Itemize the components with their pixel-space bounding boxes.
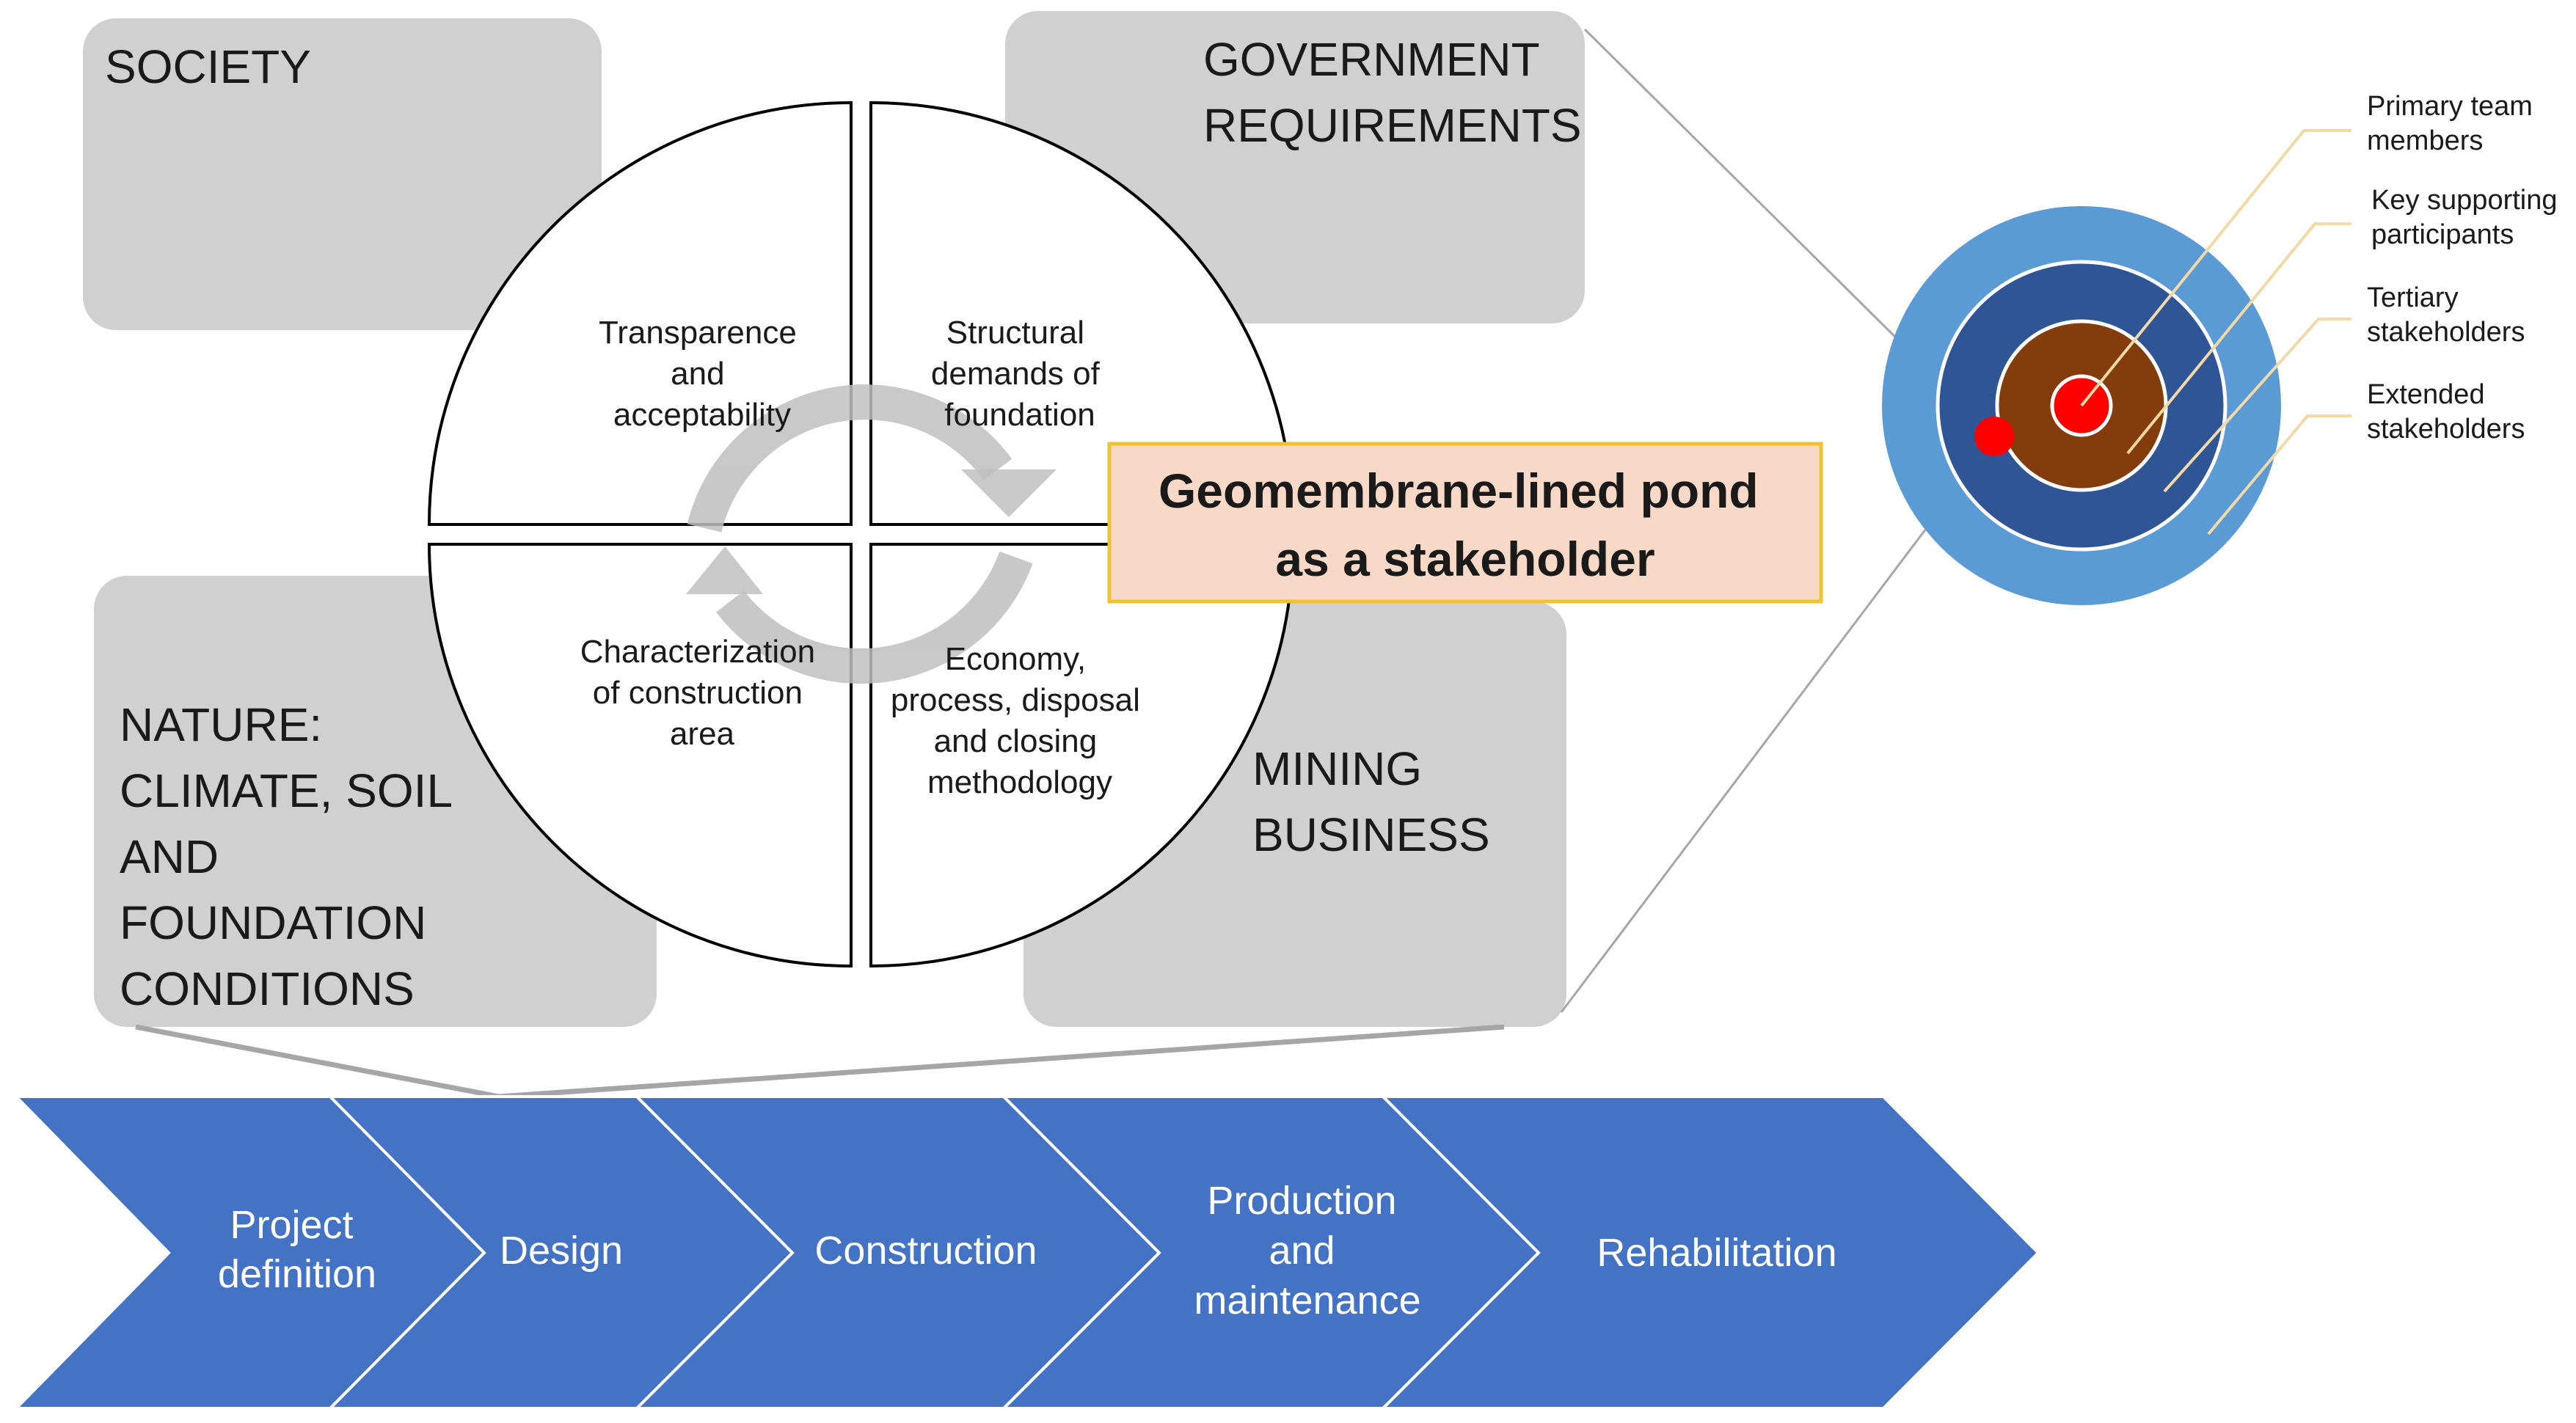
quadrant-top-left: [427, 100, 853, 526]
leader-line-tertiary: [2163, 318, 2351, 493]
phase-label-line: Project: [230, 1203, 353, 1247]
highlight-label: Geomembrane-lined pond as a stakeholder: [1159, 464, 1772, 586]
quadrant-bottom-right: [869, 543, 1295, 968]
phase-label-construction: Construction: [814, 1229, 1037, 1273]
nature-label-line: FOUNDATION: [120, 896, 426, 949]
nature-label-line: CLIMATE, SOIL: [120, 764, 451, 817]
leader-line-primary: [2080, 129, 2351, 407]
nature-label-line: CONDITIONS: [120, 962, 415, 1015]
funnel-line-left: [135, 1024, 500, 1100]
quadrant-label-line: and: [671, 356, 724, 392]
legend-label-key-supporting: Key supporting participants: [2371, 185, 2565, 250]
cycle-arrow-bottom: [715, 551, 1033, 684]
government-label-line: GOVERNMENT: [1203, 33, 1539, 86]
legend-label-line: Key supporting: [2371, 185, 2558, 216]
quadrant-bottom-left-label: Characterization of construction area: [580, 634, 825, 752]
quadrant-bottom-left: [427, 543, 853, 968]
funnel-line-right: [498, 1024, 1505, 1100]
legend-label-tertiary: Tertiary stakeholders: [2367, 282, 2525, 348]
quadrant-label-line: Characterization: [580, 634, 815, 670]
quadrant-label-line: Economy,: [945, 641, 1086, 677]
highlight-label-line: Geomembrane-lined pond: [1159, 464, 1759, 518]
quadrant-label-line: foundation: [944, 397, 1095, 433]
phase-label-line: Design: [500, 1229, 623, 1273]
phase-label-line: Rehabilitation: [1597, 1231, 1836, 1275]
legend-label-line: Extended: [2367, 379, 2485, 410]
phase-label-rehabilitation: Rehabilitation: [1597, 1231, 1836, 1275]
legend-label-line: stakeholders: [2367, 317, 2525, 348]
phase-label-production: Production and maintenance: [1194, 1179, 1420, 1323]
cycle-arrows: [687, 384, 1033, 684]
phase-label-line: Construction: [814, 1229, 1037, 1273]
legend-label-line: Primary team: [2367, 91, 2533, 122]
phase-chevron-rehabilitation: [1379, 1095, 2040, 1410]
quadrant-label-line: of construction: [593, 675, 803, 711]
government-label: GOVERNMENT REQUIREMENTS: [1203, 33, 1582, 152]
quadrant-label-line: acceptability: [613, 397, 791, 433]
cycle-arrow-top: [687, 384, 1012, 533]
connector-line-bottom: [1560, 436, 1997, 1013]
nature-label: NATURE: CLIMATE, SOIL AND FOUNDATION CON…: [120, 698, 464, 1015]
legend-label-line: stakeholders: [2367, 414, 2525, 445]
quadrant-label-line: Structural: [946, 315, 1084, 351]
nature-label-line: NATURE:: [120, 698, 322, 751]
phase-label-project-definition: Project definition: [218, 1203, 376, 1296]
quadrant-label-line: demands of: [931, 356, 1101, 392]
phase-label-line: Production: [1207, 1179, 1396, 1223]
nature-label-line: AND: [120, 830, 219, 883]
cycle-arrowhead-right: [961, 469, 1057, 517]
mining-label: MINING BUSINESS: [1252, 742, 1490, 861]
quadrant-top-left-label: Transparence and acceptability: [599, 315, 806, 433]
quadrant-label-line: methodology: [927, 764, 1112, 800]
phase-label-line: maintenance: [1194, 1278, 1420, 1323]
leader-line-key-supporting: [2126, 222, 2351, 455]
highlight-label-line: as a stakeholder: [1275, 532, 1654, 586]
quadrant-top-right: [869, 100, 1295, 526]
society-label: SOCIETY: [105, 40, 311, 93]
quadrant-label-line: process, disposal: [891, 682, 1140, 718]
legend-label-extended: Extended stakeholders: [2367, 379, 2525, 445]
cycle-arrowhead-left: [686, 546, 763, 594]
mining-label-line: MINING: [1252, 742, 1422, 795]
quadrant-top-right-label: Structural demands of foundation: [931, 315, 1109, 433]
quadrant-label-line: area: [670, 716, 735, 752]
phase-label-line: definition: [218, 1252, 376, 1296]
highlight-box: [1107, 442, 1823, 604]
legend-label-primary: Primary team members: [2367, 91, 2540, 156]
mining-label-line: BUSINESS: [1252, 808, 1490, 861]
leader-line-extended: [2207, 414, 2351, 535]
phase-label-design: Design: [500, 1229, 623, 1273]
government-label-line: REQUIREMENTS: [1203, 99, 1582, 152]
legend-label-line: participants: [2371, 219, 2514, 250]
society-box: [83, 18, 602, 330]
legend-label-line: Tertiary: [2367, 282, 2459, 313]
quadrant-label-line: and closing: [934, 723, 1098, 759]
pond-marker-dot: [1974, 417, 2014, 456]
legend-leaders: [2080, 129, 2351, 535]
society-label-line: SOCIETY: [105, 40, 311, 93]
quadrant-bottom-right-label: Economy, process, disposal and closing m…: [891, 641, 1149, 800]
legend-label-line: members: [2367, 125, 2483, 156]
quadrant-label-line: Transparence: [599, 315, 797, 351]
phase-label-line: and: [1269, 1229, 1335, 1273]
